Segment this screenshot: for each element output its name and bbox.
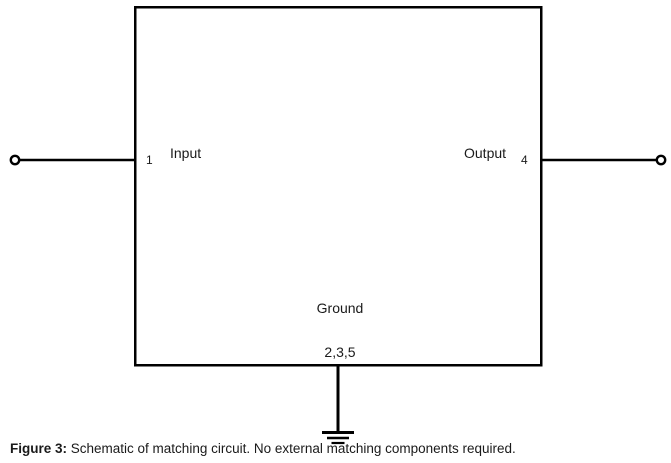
input-terminal-icon xyxy=(9,154,21,166)
figure-caption-lead: Figure 3: xyxy=(10,441,68,456)
matching-circuit-block xyxy=(134,6,543,367)
earth-ground-icon xyxy=(322,431,354,445)
figure-caption-text: Schematic of matching circuit. No extern… xyxy=(67,441,516,456)
output-pin-number: 4 xyxy=(521,153,528,167)
input-pin-number: 1 xyxy=(146,153,153,167)
output-terminal-icon xyxy=(655,154,667,166)
ground-pin-numbers: 2,3,5 xyxy=(324,344,355,360)
ground-port-label: Ground xyxy=(317,300,364,316)
output-port-label: Output xyxy=(464,145,506,161)
figure-caption: Figure 3: Schematic of matching circuit.… xyxy=(10,440,665,457)
input-port-label: Input xyxy=(170,145,201,161)
